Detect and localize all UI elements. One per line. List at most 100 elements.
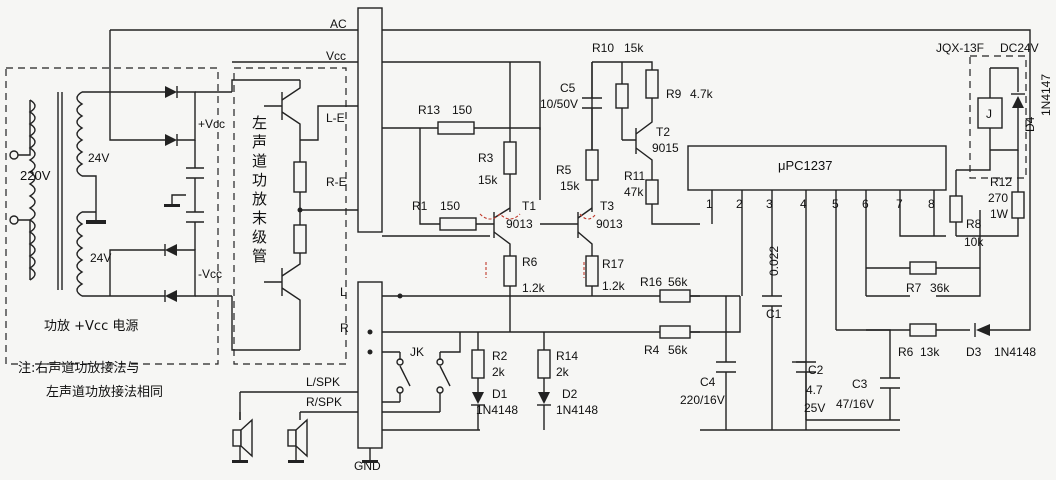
- resistor-r9: [645, 69, 659, 99]
- relay-contacts-jk: JK: [382, 332, 461, 413]
- label-r10: R10: [592, 41, 614, 55]
- label-r2-value: 2k: [492, 365, 506, 379]
- secondary-winding-lower: [76, 211, 84, 297]
- speaker-right-icon: [287, 418, 308, 463]
- jk-contact-1: [399, 365, 411, 387]
- label-r11-value: 47k: [624, 185, 644, 199]
- label-relay-j: J: [986, 107, 992, 121]
- resistor-r12: [1011, 191, 1025, 219]
- svg-text:声: 声: [252, 133, 267, 151]
- label-r6-emitter: R6: [522, 255, 538, 269]
- resistor-r6: [909, 323, 937, 337]
- bridge-diode-2: [165, 134, 178, 146]
- label-24v-upper: 24V: [88, 151, 109, 165]
- diode-d3: [974, 323, 990, 337]
- ic-pin-7: 7: [896, 197, 903, 211]
- label-r6-emitter-value: 1.2k: [522, 281, 546, 295]
- label-c2: C2: [808, 363, 824, 377]
- connector-upper: [357, 7, 383, 233]
- l-r-out: [382, 295, 700, 353]
- power-supply-section: AC 220V 24V 24V +Vcc -Vcc 功放 +Vcc 电源 注:右…: [5, 67, 232, 400]
- label-r2: R2: [492, 349, 508, 363]
- label-r16: R16: [640, 275, 662, 289]
- label-r11: R11: [624, 169, 645, 183]
- label-r13-value: 150: [452, 103, 472, 117]
- label-r1: R1: [412, 199, 428, 213]
- resistor-r5: [585, 149, 599, 181]
- label-d2: D2: [562, 387, 578, 401]
- spk-lines: [239, 391, 358, 420]
- label-r4-value: 56k: [668, 343, 688, 357]
- label-24v-lower: 24V: [90, 251, 111, 265]
- bridge-diode-3: [164, 244, 177, 256]
- svg-text:放: 放: [252, 190, 267, 208]
- label-r1-value: 150: [440, 199, 460, 213]
- lower-transistor: [281, 240, 301, 350]
- ground-bus-right: [700, 419, 900, 431]
- bridge-wiring-right: [177, 91, 196, 297]
- ic-pin-3: 3: [766, 197, 773, 211]
- label-c5-value: 10/50V: [540, 97, 578, 111]
- ic-pin-2: 2: [736, 197, 743, 211]
- resistor-r8: [949, 195, 963, 223]
- label-r8-value: 10k: [964, 235, 984, 249]
- label-minus-vcc: -Vcc: [198, 267, 222, 281]
- label-r16-value: 56k: [668, 275, 688, 289]
- bridge-wiring-left: [109, 91, 165, 297]
- label-r7-value: 36k: [930, 281, 950, 295]
- jk-contact-2: [439, 365, 451, 387]
- label-c1: C1: [766, 307, 782, 321]
- resistor-r4: [659, 325, 691, 339]
- speaker-left-icon: [232, 418, 253, 463]
- svg-text:左: 左: [252, 114, 267, 132]
- label-r9: R9: [666, 87, 682, 101]
- relay-coil-j: [977, 97, 1003, 129]
- upper-transistor: [281, 80, 301, 140]
- label-t3-value: 9013: [596, 217, 623, 231]
- diode-d2: [537, 392, 551, 406]
- resistor-r16: [659, 289, 691, 303]
- diode-d4: [1011, 93, 1025, 108]
- transformer-primary: [28, 99, 36, 281]
- label-r14: R14: [556, 349, 578, 363]
- label-r12-value: 270: [988, 191, 1008, 205]
- resistor-r2: [471, 349, 485, 379]
- svg-text:道: 道: [252, 152, 267, 170]
- ac-line: [109, 29, 358, 92]
- note-line-2: 左声道功放接法相同: [46, 384, 163, 400]
- label-l: L: [340, 285, 347, 299]
- detector-stage: R13 150 R1 150 R3 15k T1 9013 R6 1.2k R5…: [412, 41, 741, 430]
- ic-body: [687, 145, 947, 191]
- label-relay-voltage: DC24V: [1000, 41, 1039, 55]
- ac-bus-top: [382, 29, 1031, 290]
- resistor-r7: [909, 261, 937, 275]
- power-rails: [195, 91, 232, 297]
- resistor-r11: [645, 179, 659, 205]
- filter-ground-lead: [171, 194, 186, 205]
- resistor-r17: [585, 255, 599, 287]
- psu-dashed-frame: [5, 67, 219, 365]
- label-ac: AC: [330, 17, 347, 31]
- label-r7: R7: [906, 281, 922, 295]
- label-r3-value: 15k: [478, 173, 498, 187]
- label-d2-value: 1N4148: [556, 403, 598, 417]
- vcc-bus: [382, 61, 541, 130]
- resistor-r6-emitter: [503, 255, 517, 287]
- label-r10-value: 15k: [624, 41, 644, 55]
- relay-dashed-frame: [969, 55, 1027, 179]
- label-l-spk: L/SPK: [306, 375, 340, 389]
- secondary-leads: [82, 91, 110, 297]
- emitter-resistor-le: [293, 161, 307, 193]
- label-d3-value: 1N4148: [994, 345, 1036, 359]
- relay-section: JQX-13F DC24V J D4 1N4147 R12 270 1W: [936, 41, 1053, 237]
- ic-pin-6: 6: [862, 197, 869, 211]
- final-stage-section: 左 声 道 功 放 末 级 管: [231, 67, 358, 365]
- ic-upc1237: μPC1237 1 2 3 4 5 6 7 8 C4 220/16V C1 0.…: [680, 145, 1036, 431]
- resistor-r13: [437, 121, 475, 135]
- le-re-out: [382, 127, 490, 237]
- label-r5: R5: [556, 163, 572, 177]
- secondary-winding-upper: [76, 91, 84, 177]
- emitter-resistor-re: [293, 224, 307, 254]
- label-c1-value: 0.022: [767, 246, 781, 276]
